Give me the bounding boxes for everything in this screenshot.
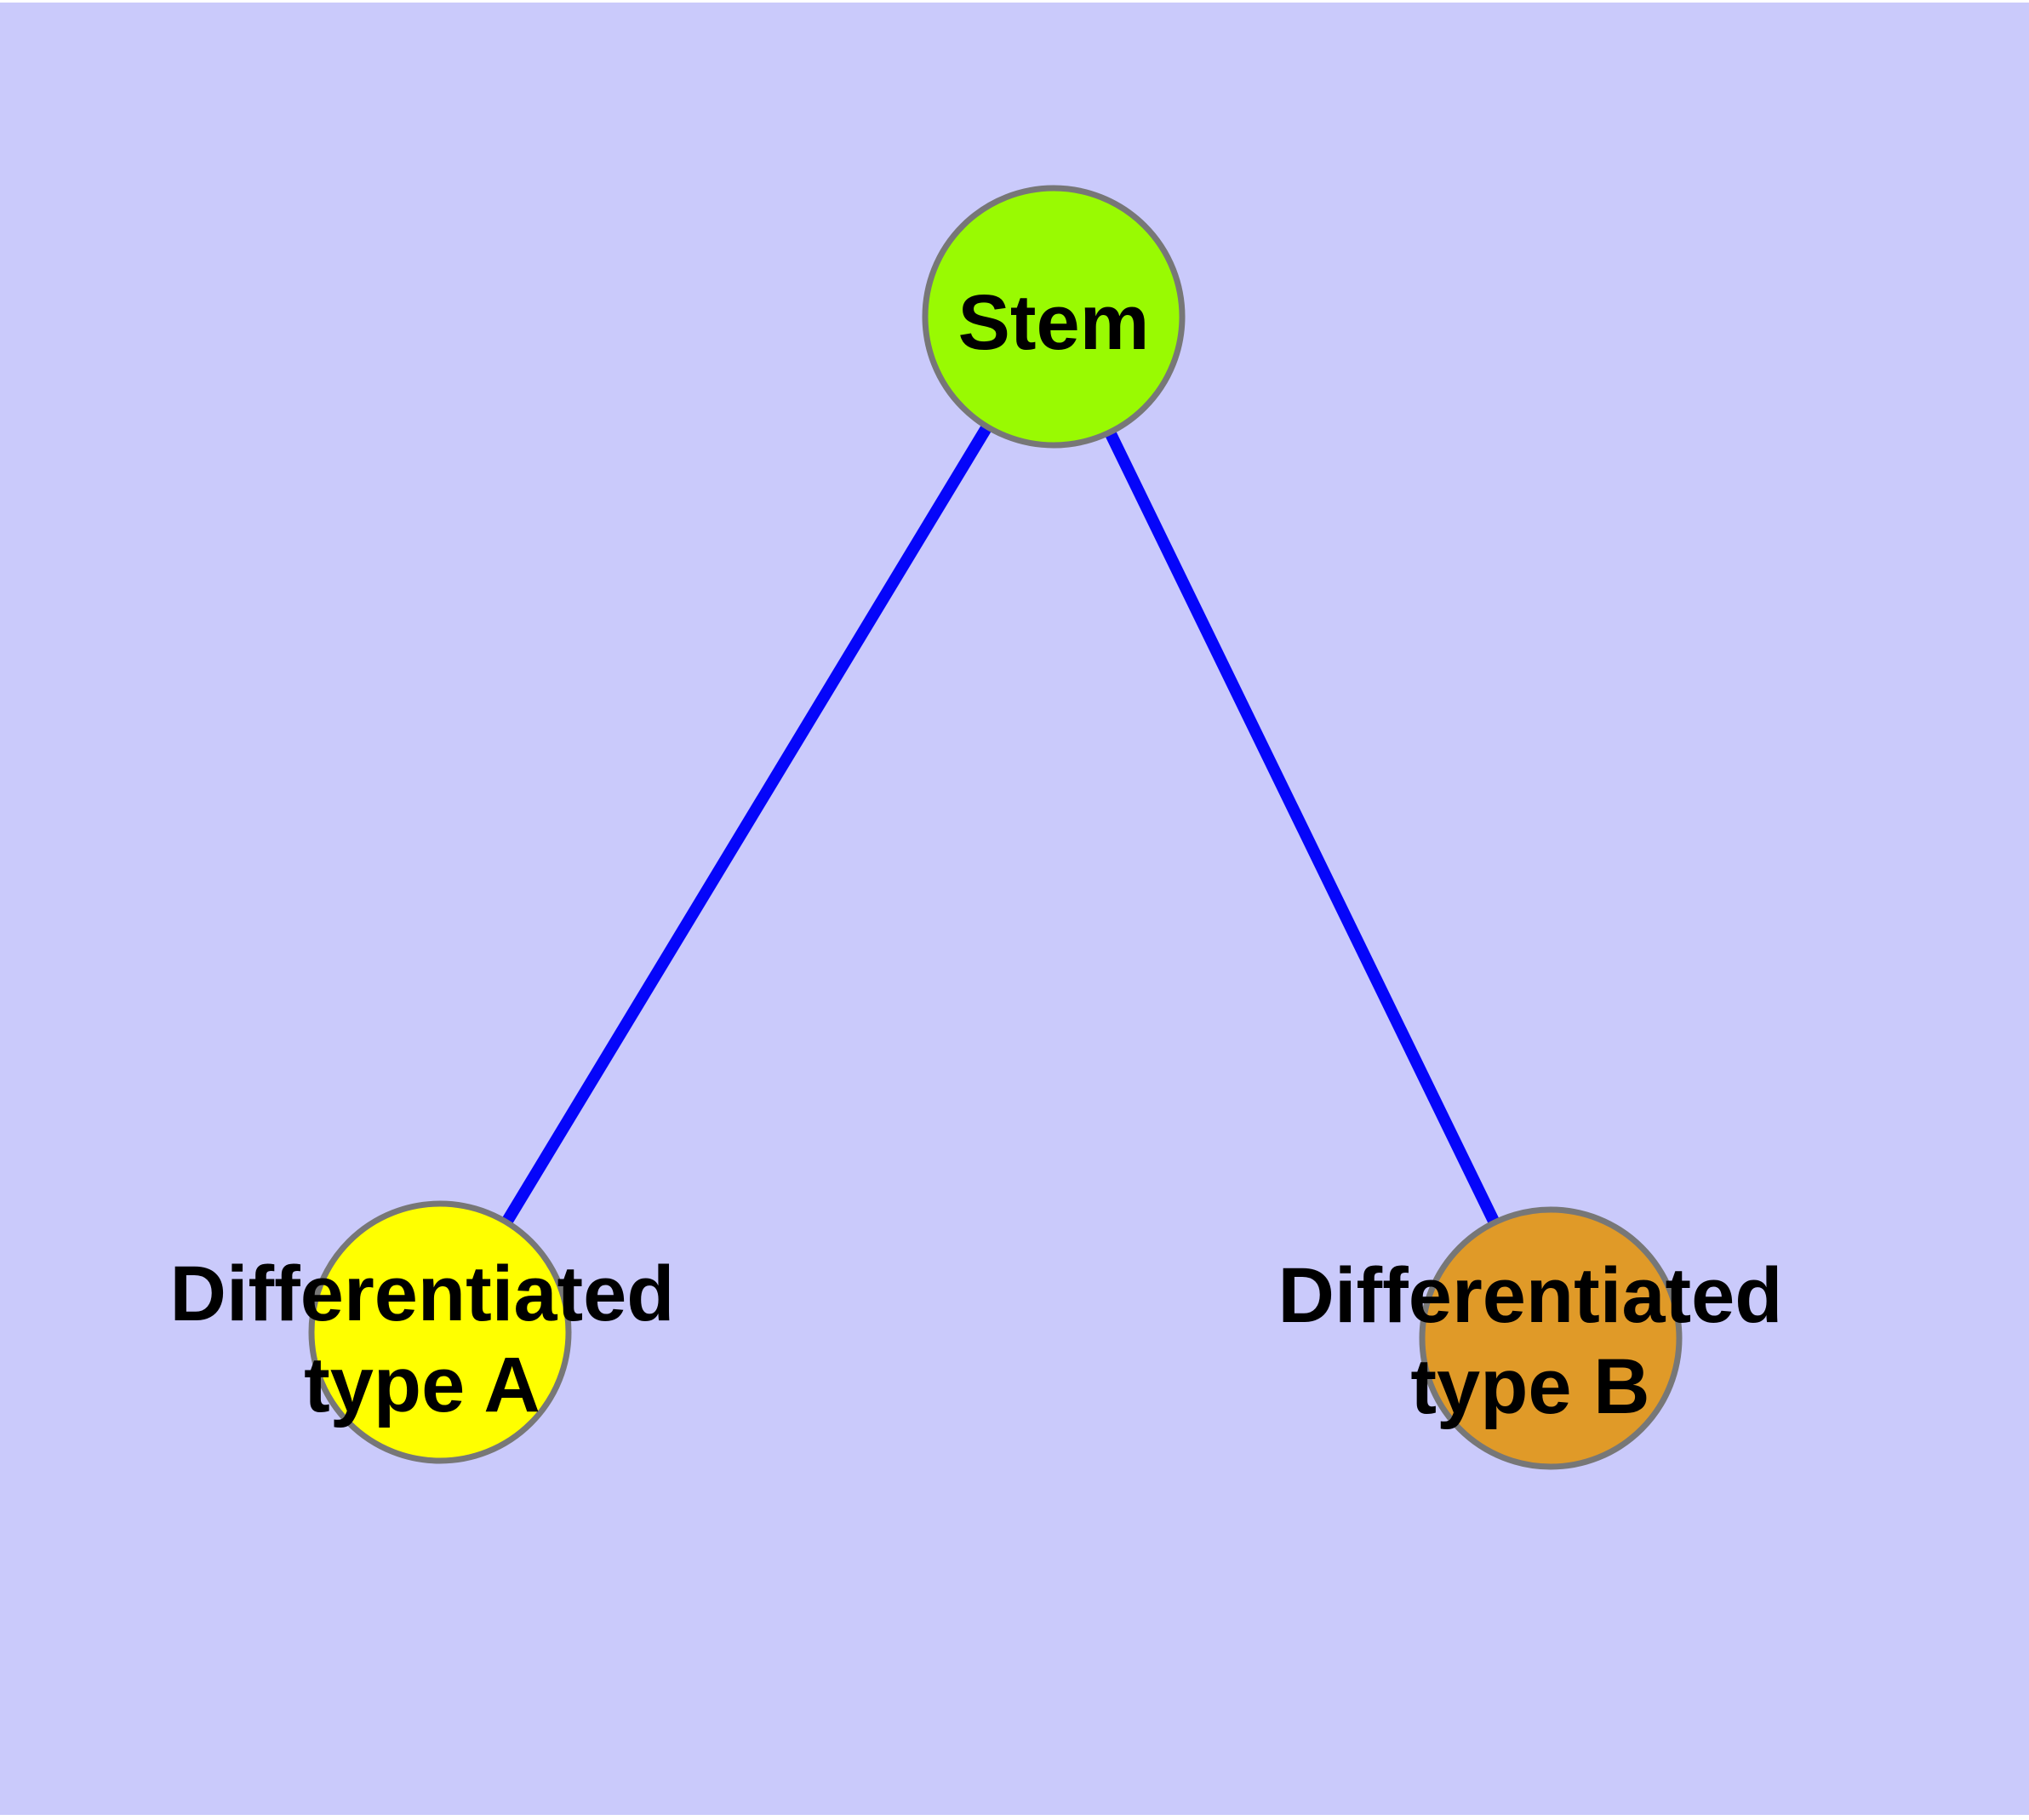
edge-stem-to-type-b	[1048, 313, 1557, 1342]
node-stem-label: Stem	[958, 279, 1150, 366]
node-stem	[922, 185, 1186, 449]
node-type-b-label-line2: type B	[1410, 1343, 1649, 1430]
node-differentiated-type-a	[308, 1200, 572, 1464]
node-type-a-label-line1: Differentiated	[170, 1251, 675, 1337]
node-differentiated-type-b	[1419, 1206, 1683, 1470]
edge-stem-to-type-a	[435, 313, 1059, 1336]
node-type-b-label-line1: Differentiated	[1278, 1252, 1783, 1339]
node-type-a-label-line2: type A	[304, 1342, 540, 1428]
